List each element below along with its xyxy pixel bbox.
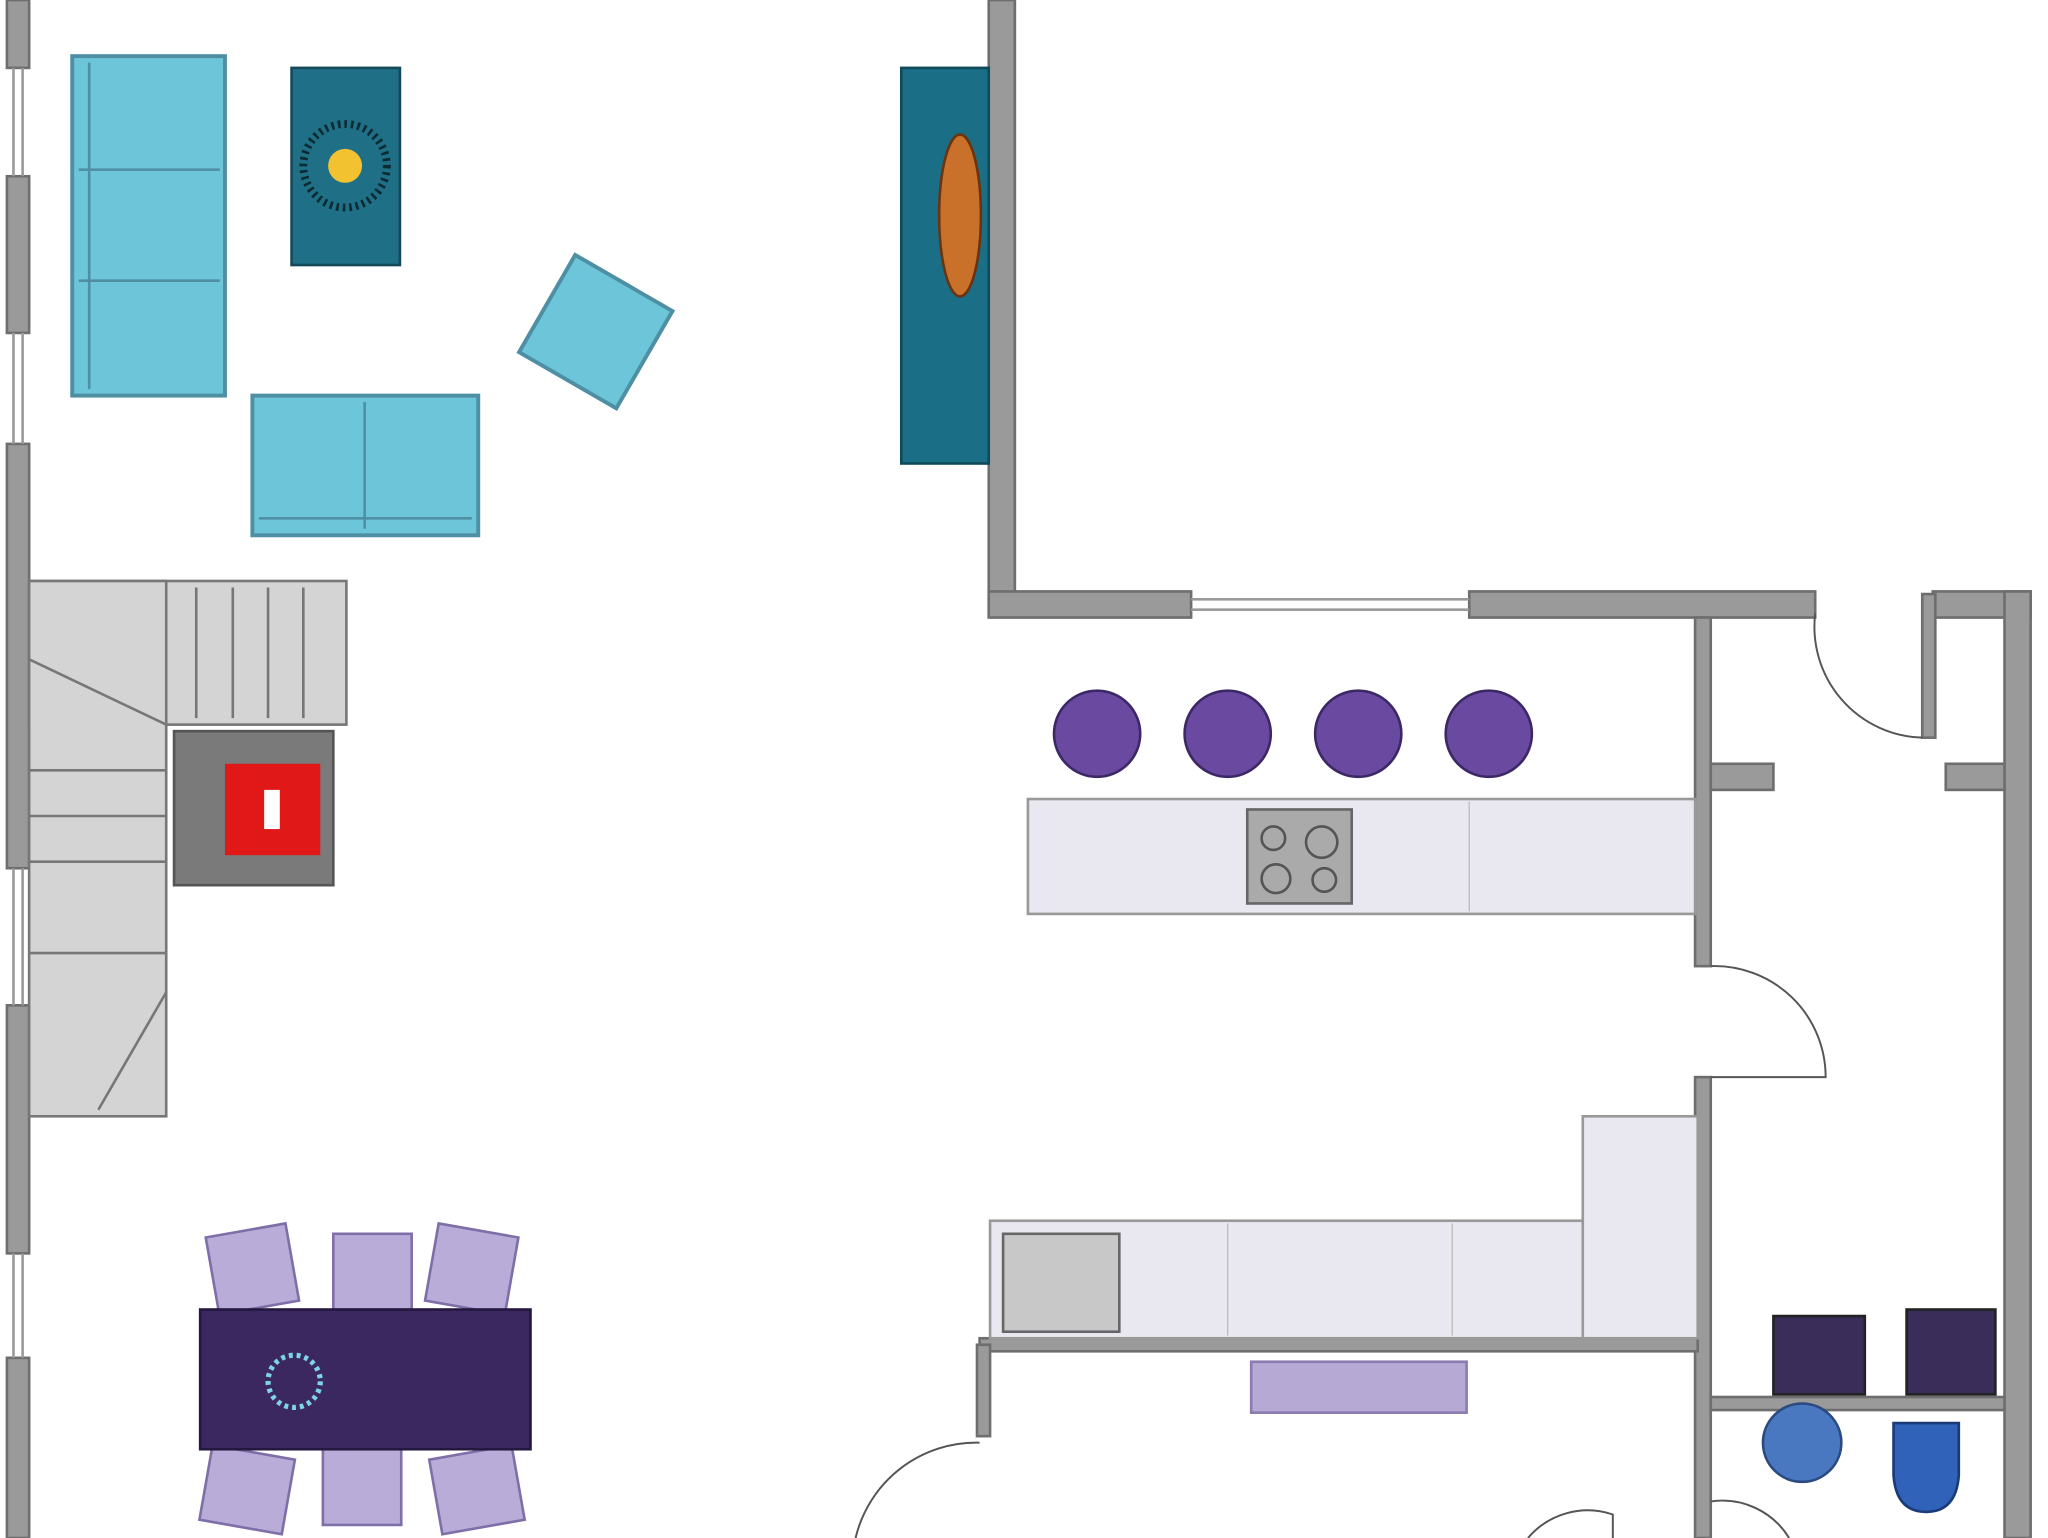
rug-icon [290,66,402,267]
sofa-icon [70,54,227,398]
dining-chair-icon [423,1221,520,1317]
cabinet [1905,1308,1997,1396]
door-icon[interactable] [1527,1509,1614,1538]
cabinet [1772,1314,1867,1396]
cooktop-icon [1245,808,1354,905]
stairs-icon [27,579,348,1118]
tv-console-icon [899,66,991,465]
loveseat-icon [250,393,481,538]
centerpiece-icon [265,1352,323,1411]
dining-chair-icon [321,1447,403,1527]
toilet-icon [1892,1421,1961,1514]
door-icon[interactable] [1710,965,1827,1079]
sun-icon [328,148,363,183]
kitchen-counter [988,1114,1699,1340]
fireplace-icon [172,729,335,887]
dining-chair-icon [204,1221,301,1317]
bar-stool-icon [1183,689,1273,779]
bar-stool-icon [1444,689,1534,779]
washbasin-icon [1761,1402,1843,1484]
bar-stools [1052,689,1534,779]
kitchen-island [1026,797,1697,916]
dining-table-icon [198,1308,532,1451]
bar-stool-icon [1052,689,1142,779]
door-icon[interactable] [1710,1499,1790,1538]
windows [12,67,1470,1358]
doors[interactable] [854,613,1923,1538]
dining-chair-icon [332,1232,413,1311]
bar-stool-icon [1313,689,1403,779]
kitchen-rug [1249,1360,1468,1414]
door-icon[interactable] [1813,613,1923,739]
dining-chairs [197,1221,527,1536]
armchair-icon [516,252,676,411]
dining-chair-icon [197,1443,297,1536]
door-icon[interactable] [854,1441,980,1538]
sink-icon [1001,1232,1121,1334]
dining-chair-icon [427,1443,527,1536]
